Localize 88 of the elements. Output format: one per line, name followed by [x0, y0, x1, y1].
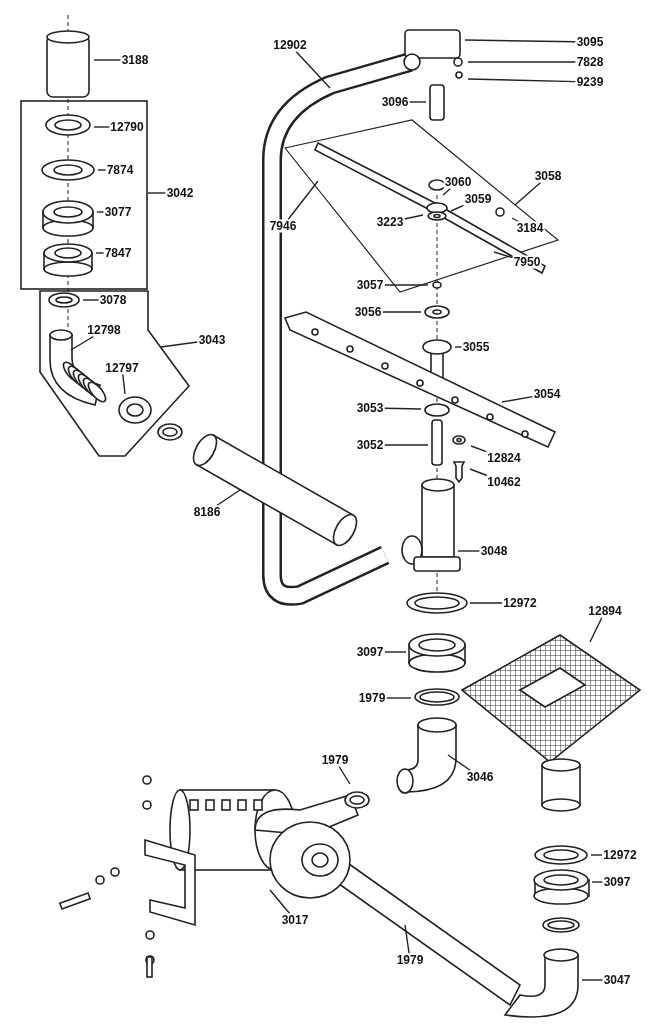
- callout-number: 3097: [355, 645, 385, 659]
- leader-line: [269, 889, 291, 915]
- leader-line: [338, 765, 351, 785]
- callout-number: 3055: [461, 340, 491, 354]
- leader-line: [385, 697, 412, 699]
- leader-line: [97, 169, 107, 171]
- callout-number: 3058: [533, 169, 563, 183]
- leader-line: [589, 616, 603, 643]
- leader-line: [93, 126, 110, 128]
- callout-number: 3095: [575, 35, 605, 49]
- leader-line: [454, 346, 463, 348]
- leader-line: [493, 251, 514, 259]
- callout-number: 3078: [98, 293, 128, 307]
- callout-number: 8186: [192, 505, 222, 519]
- callout-number: 3042: [165, 186, 195, 200]
- leader-line: [403, 214, 424, 220]
- callout-number: 7828: [575, 55, 605, 69]
- leader-line: [70, 335, 94, 351]
- callout-number: 1979: [395, 953, 425, 967]
- callout-number: 12797: [104, 361, 140, 375]
- leader-line: [501, 395, 534, 403]
- callout-number: 7874: [105, 163, 135, 177]
- leader-line: [590, 854, 603, 856]
- callout-number: 3043: [197, 333, 227, 347]
- assembly-outline: [20, 100, 148, 290]
- leader-line: [82, 299, 100, 301]
- assembly-outline: [39, 290, 190, 457]
- callout-number: 12972: [502, 596, 538, 610]
- callout-number: 3097: [602, 875, 632, 889]
- leader-line: [160, 341, 199, 348]
- leader-line: [383, 444, 429, 446]
- callout-number: 3188: [120, 53, 150, 67]
- leader-line: [408, 101, 427, 103]
- leader-line: [295, 50, 331, 89]
- leader-line: [95, 252, 105, 254]
- callout-number: 7950: [512, 255, 542, 269]
- leader-line: [383, 407, 422, 410]
- leader-line: [581, 979, 604, 981]
- leader-line: [383, 651, 407, 653]
- leader-line: [470, 445, 487, 453]
- callout-number: 3056: [353, 305, 383, 319]
- callout-number: 3054: [532, 387, 562, 401]
- leader-line: [442, 187, 452, 196]
- callout-number: 9239: [575, 75, 605, 89]
- callout-number: 3060: [443, 175, 473, 189]
- leader-line: [216, 489, 241, 507]
- leader-line: [457, 550, 481, 552]
- leader-line: [383, 284, 429, 286]
- leader-line: [93, 59, 122, 61]
- callout-number: 3077: [103, 205, 133, 219]
- callout-number: 3057: [355, 278, 385, 292]
- leader-line: [591, 881, 604, 883]
- callout-number: 3046: [465, 770, 495, 784]
- leader-line: [287, 180, 319, 221]
- callout-number: 3017: [280, 913, 310, 927]
- callout-number: 3184: [515, 221, 545, 235]
- leader-line: [464, 39, 577, 43]
- callout-number: 12824: [486, 451, 522, 465]
- leader-line: [381, 311, 422, 313]
- callout-number: 7946: [268, 219, 298, 233]
- callout-number: 3048: [479, 544, 509, 558]
- leader-line: [122, 373, 126, 395]
- leader-line: [467, 78, 577, 83]
- leader-line: [467, 61, 577, 63]
- callout-number: 12798: [86, 323, 122, 337]
- callout-number: 12902: [272, 38, 308, 52]
- leader-line: [447, 754, 472, 772]
- leader-line: [514, 181, 542, 206]
- callout-number: 3059: [463, 192, 493, 206]
- callout-number: 7847: [103, 246, 133, 260]
- leader-line: [511, 217, 519, 223]
- leader-line: [404, 924, 410, 955]
- callout-number: 10462: [486, 475, 522, 489]
- callout-number: 3053: [355, 401, 385, 415]
- callout-number: 12790: [109, 120, 145, 134]
- callout-number: 3223: [375, 215, 405, 229]
- callout-number: 3096: [380, 95, 410, 109]
- leader-line: [147, 192, 167, 194]
- leader-line: [469, 468, 488, 477]
- callout-number: 1979: [320, 753, 350, 767]
- leader-line: [450, 204, 465, 212]
- callout-number: 3052: [355, 438, 385, 452]
- leader-line: [96, 211, 105, 213]
- callout-number: 12894: [587, 604, 623, 618]
- callout-number: 3047: [602, 973, 632, 987]
- leader-line: [469, 602, 503, 604]
- callout-number: 1979: [357, 691, 387, 705]
- callout-number: 12972: [602, 848, 638, 862]
